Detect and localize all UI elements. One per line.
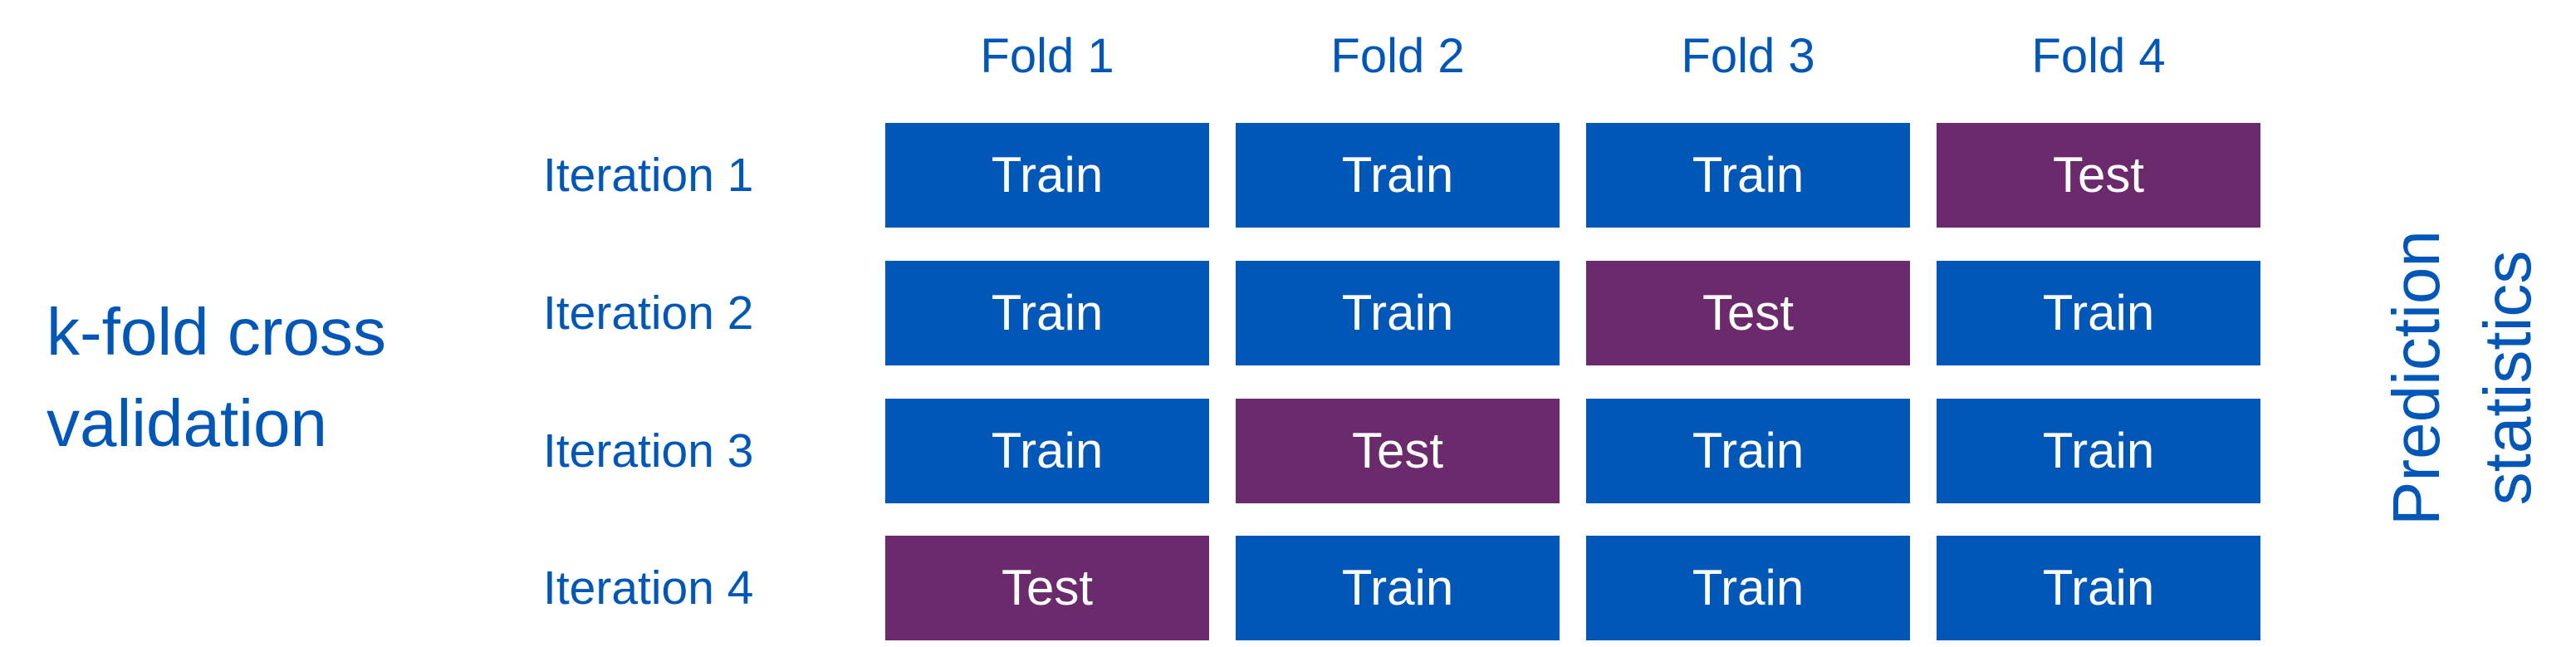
diagram-title: k-fold cross validation	[47, 287, 386, 469]
fold-header-3: Fold 3	[1681, 29, 1815, 83]
cell-iter1-fold3: Train	[1586, 123, 1910, 228]
iteration-label-3: Iteration 3	[543, 424, 754, 478]
cell-iter4-fold1: Test	[885, 536, 1209, 640]
cell-iter1-fold1: Train	[885, 123, 1209, 228]
cell-iter1-fold4: Test	[1937, 123, 2260, 228]
cell-iter4-fold2: Train	[1236, 536, 1560, 640]
iteration-label-1: Iteration 1	[543, 149, 754, 202]
title-line-2: validation	[47, 386, 328, 460]
iteration-label-4: Iteration 4	[543, 561, 754, 615]
iteration-label-2: Iteration 2	[543, 287, 754, 340]
cell-iter4-fold4: Train	[1937, 536, 2260, 640]
cell-iter4-fold3: Train	[1586, 536, 1910, 640]
cell-iter3-fold2: Test	[1236, 399, 1560, 503]
cell-iter3-fold1: Train	[885, 399, 1209, 503]
cell-iter1-fold2: Train	[1236, 123, 1560, 228]
side-label-line-2: statistics	[2471, 250, 2544, 506]
cell-iter2-fold4: Train	[1937, 261, 2260, 365]
prediction-statistics-label: Prediction statistics	[2375, 199, 2549, 556]
fold-header-2: Fold 2	[1330, 29, 1465, 83]
cell-iter3-fold4: Train	[1937, 399, 2260, 503]
fold-header-4: Fold 4	[2031, 29, 2166, 83]
cell-iter2-fold1: Train	[885, 261, 1209, 365]
cell-iter3-fold3: Train	[1586, 399, 1910, 503]
fold-header-1: Fold 1	[980, 29, 1114, 83]
title-line-1: k-fold cross	[47, 295, 386, 369]
cell-iter2-fold2: Train	[1236, 261, 1560, 365]
side-label-line-1: Prediction	[2379, 230, 2453, 526]
cell-iter2-fold3: Test	[1586, 261, 1910, 365]
